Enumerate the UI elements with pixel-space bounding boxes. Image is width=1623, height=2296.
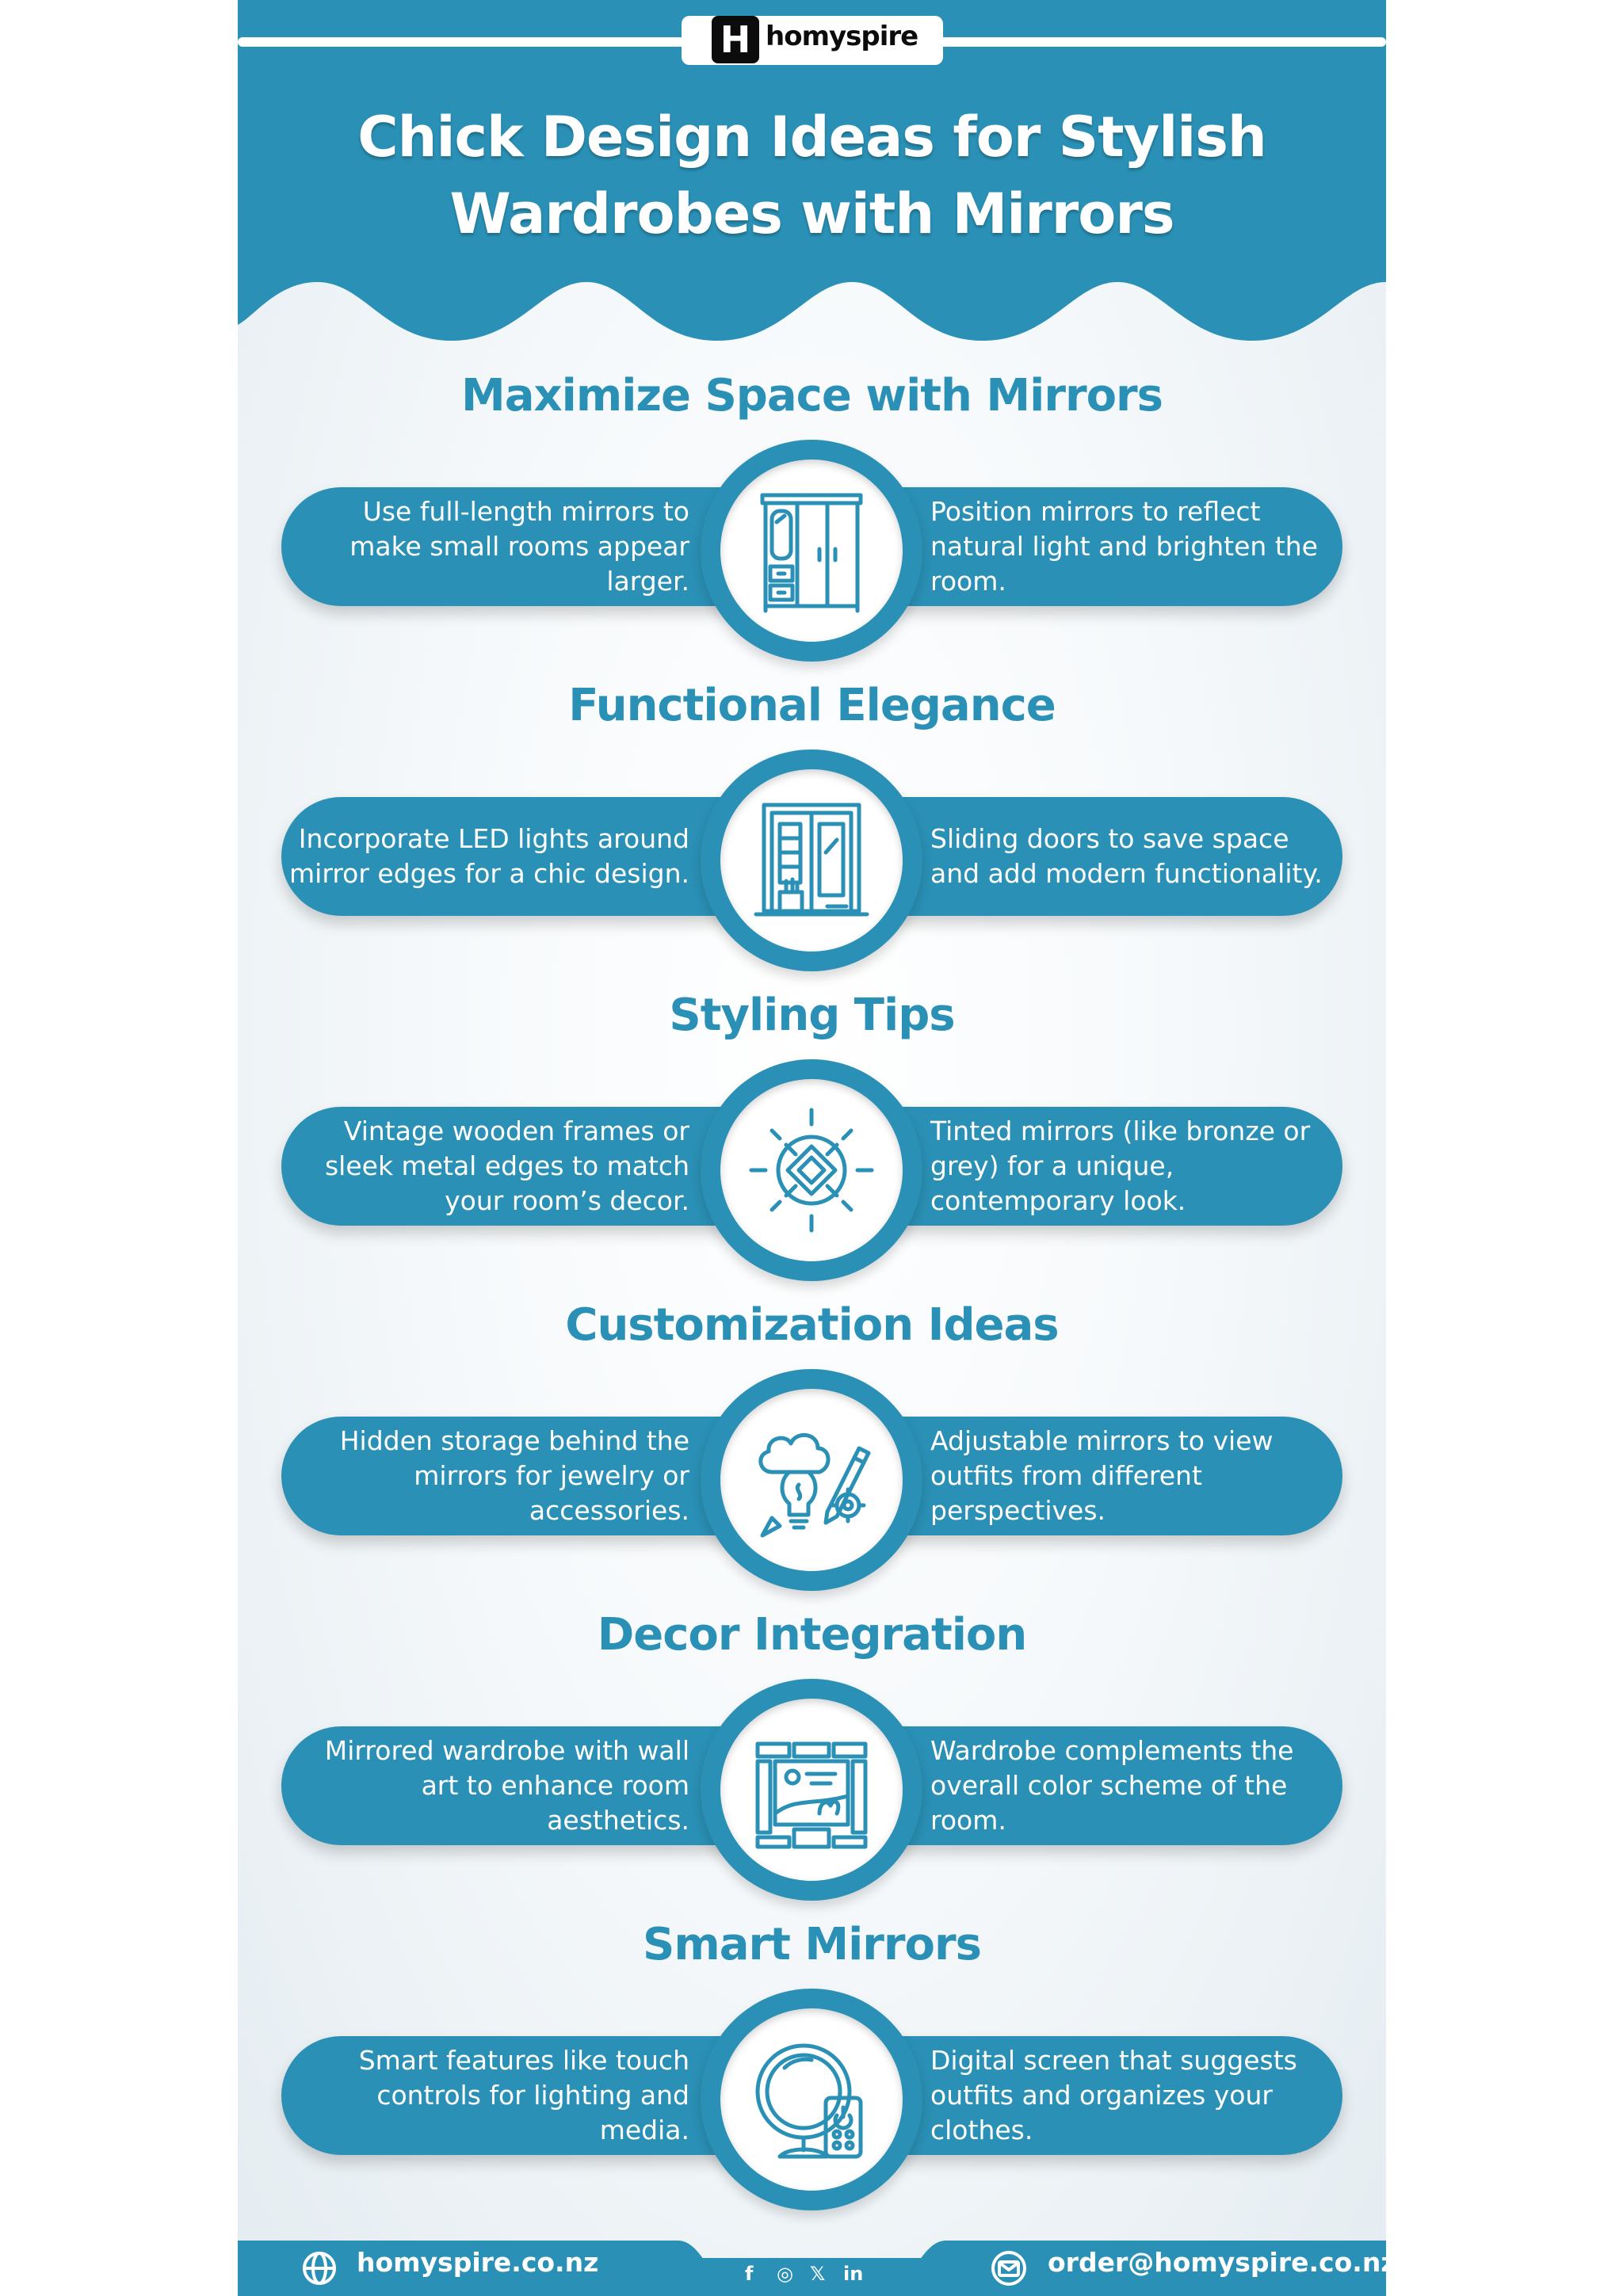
section-styling-tips: Styling Tips Vintage wooden bbox=[238, 988, 1386, 1305]
section-heading: Customization Ideas bbox=[565, 1299, 1059, 1351]
footer: homyspire.co.nz f ◎ 𝕏 in order@homyspire… bbox=[238, 2241, 1386, 2296]
facebook-icon[interactable]: f bbox=[745, 2263, 754, 2285]
x-twitter-icon[interactable]: 𝕏 bbox=[810, 2263, 826, 2285]
section-decor-integration: Decor Integration Mirrored wardrobe bbox=[238, 1608, 1386, 1924]
logo-divider-left bbox=[238, 37, 688, 47]
wall-art-icon bbox=[755, 1741, 868, 1849]
section-heading: Decor Integration bbox=[597, 1609, 1028, 1661]
icon-disc bbox=[720, 769, 903, 952]
tip-left: Incorporate LED lights around mirror edg… bbox=[289, 823, 689, 889]
logo-mark-front: H bbox=[712, 16, 759, 63]
sliding-door-icon bbox=[754, 803, 869, 917]
logo-divider-right bbox=[935, 37, 1386, 47]
tip-right: Sliding doors to save space and add mode… bbox=[930, 823, 1323, 889]
tip-right: Digital screen that suggests outfits and… bbox=[930, 2045, 1297, 2145]
infographic-poster: H homyspire H homyspire Chick Design Ide… bbox=[238, 0, 1386, 2296]
section-customization-ideas: Customization Ideas Hidden storage b bbox=[238, 1298, 1386, 1615]
logo-wordmark-front: homyspire bbox=[766, 21, 918, 52]
icon-disc bbox=[720, 460, 903, 642]
tip-left: Vintage wooden frames or sleek metal edg… bbox=[324, 1116, 689, 1216]
tip-right: Adjustable mirrors to view outfits from … bbox=[930, 1425, 1274, 1526]
icon-disc bbox=[720, 1389, 903, 1571]
globe-icon bbox=[303, 2252, 336, 2285]
tip-right: Position mirrors to reflect natural ligh… bbox=[930, 496, 1318, 597]
wardrobe-icon bbox=[760, 493, 863, 613]
design-compass-icon bbox=[749, 1108, 874, 1233]
website-link[interactable]: homyspire.co.nz bbox=[357, 2247, 599, 2278]
tip-right: Tinted mirrors (like bronze or grey) for… bbox=[930, 1116, 1311, 1216]
creative-idea-icon bbox=[758, 1432, 871, 1538]
smart-mirror-icon bbox=[755, 2043, 863, 2159]
instagram-icon[interactable]: ◎ bbox=[777, 2263, 793, 2285]
section-heading: Maximize Space with Mirrors bbox=[461, 370, 1163, 421]
page-title: Chick Design Ideas for Stylish Wardrobes… bbox=[238, 99, 1386, 253]
section-heading: Smart Mirrors bbox=[643, 1919, 982, 1970]
title-line-2: Wardrobes with Mirrors bbox=[449, 181, 1174, 246]
tip-left: Use full-length mirrors to make small ro… bbox=[349, 496, 689, 597]
icon-disc bbox=[720, 1699, 903, 1881]
tip-right: Wardrobe complements the overall color s… bbox=[930, 1735, 1294, 1836]
tip-left: Smart features like touch controls for l… bbox=[358, 2045, 689, 2145]
title-line-1: Chick Design Ideas for Stylish bbox=[357, 105, 1267, 170]
section-functional-elegance: Functional Elegance Incorporate LED ligh… bbox=[238, 678, 1386, 995]
icon-disc bbox=[720, 2008, 903, 2191]
section-maximize-space: Maximize Space with Mirrors Use full bbox=[238, 368, 1386, 685]
tip-left: Hidden storage behind the mirrors for je… bbox=[339, 1425, 689, 1526]
section-heading: Functional Elegance bbox=[568, 680, 1056, 731]
footer-background bbox=[238, 2241, 1386, 2296]
header-wave-background bbox=[238, 0, 1386, 341]
brand-logo-front: H homyspire bbox=[238, 16, 1386, 63]
linkedin-icon[interactable]: in bbox=[843, 2263, 864, 2285]
mail-icon bbox=[991, 2251, 1026, 2286]
email-link[interactable]: order@homyspire.co.nz bbox=[1048, 2247, 1386, 2278]
tip-left: Mirrored wardrobe with wall art to enhan… bbox=[324, 1735, 689, 1836]
section-heading: Styling Tips bbox=[669, 990, 955, 1041]
section-smart-mirrors: Smart Mirrors Smart features like touch … bbox=[238, 1917, 1386, 2234]
icon-disc bbox=[720, 1079, 903, 1261]
